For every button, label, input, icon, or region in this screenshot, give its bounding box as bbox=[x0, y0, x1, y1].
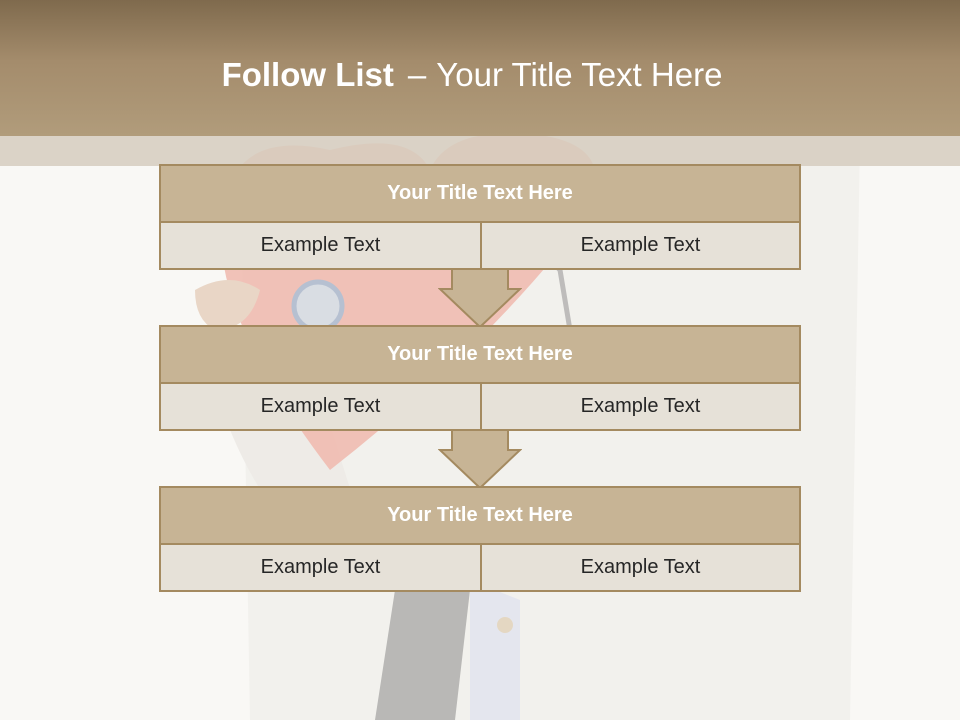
step-cell-left: Example Text bbox=[161, 384, 482, 429]
slide-title: Follow List–Your Title Text Here bbox=[0, 52, 944, 98]
title-bar bbox=[0, 0, 960, 136]
down-arrow-icon bbox=[438, 430, 522, 490]
step-cell-left: Example Text bbox=[161, 223, 482, 268]
step-block-1: Your Title Text Here Example Text Exampl… bbox=[159, 164, 801, 270]
step-cell-right: Example Text bbox=[482, 545, 799, 590]
step-title: Your Title Text Here bbox=[161, 327, 799, 384]
step-cell-left: Example Text bbox=[161, 545, 482, 590]
step-title: Your Title Text Here bbox=[161, 166, 799, 223]
title-band bbox=[0, 136, 960, 166]
step-cell-right: Example Text bbox=[482, 223, 799, 268]
step-title: Your Title Text Here bbox=[161, 488, 799, 545]
down-arrow-icon bbox=[438, 269, 522, 329]
slide-title-rest: Your Title Text Here bbox=[436, 56, 723, 93]
step-block-3: Your Title Text Here Example Text Exampl… bbox=[159, 486, 801, 592]
step-cell-right: Example Text bbox=[482, 384, 799, 429]
slide-title-bold: Follow List bbox=[221, 56, 394, 93]
step-block-2: Your Title Text Here Example Text Exampl… bbox=[159, 325, 801, 431]
slide-title-dash: – bbox=[407, 56, 427, 93]
